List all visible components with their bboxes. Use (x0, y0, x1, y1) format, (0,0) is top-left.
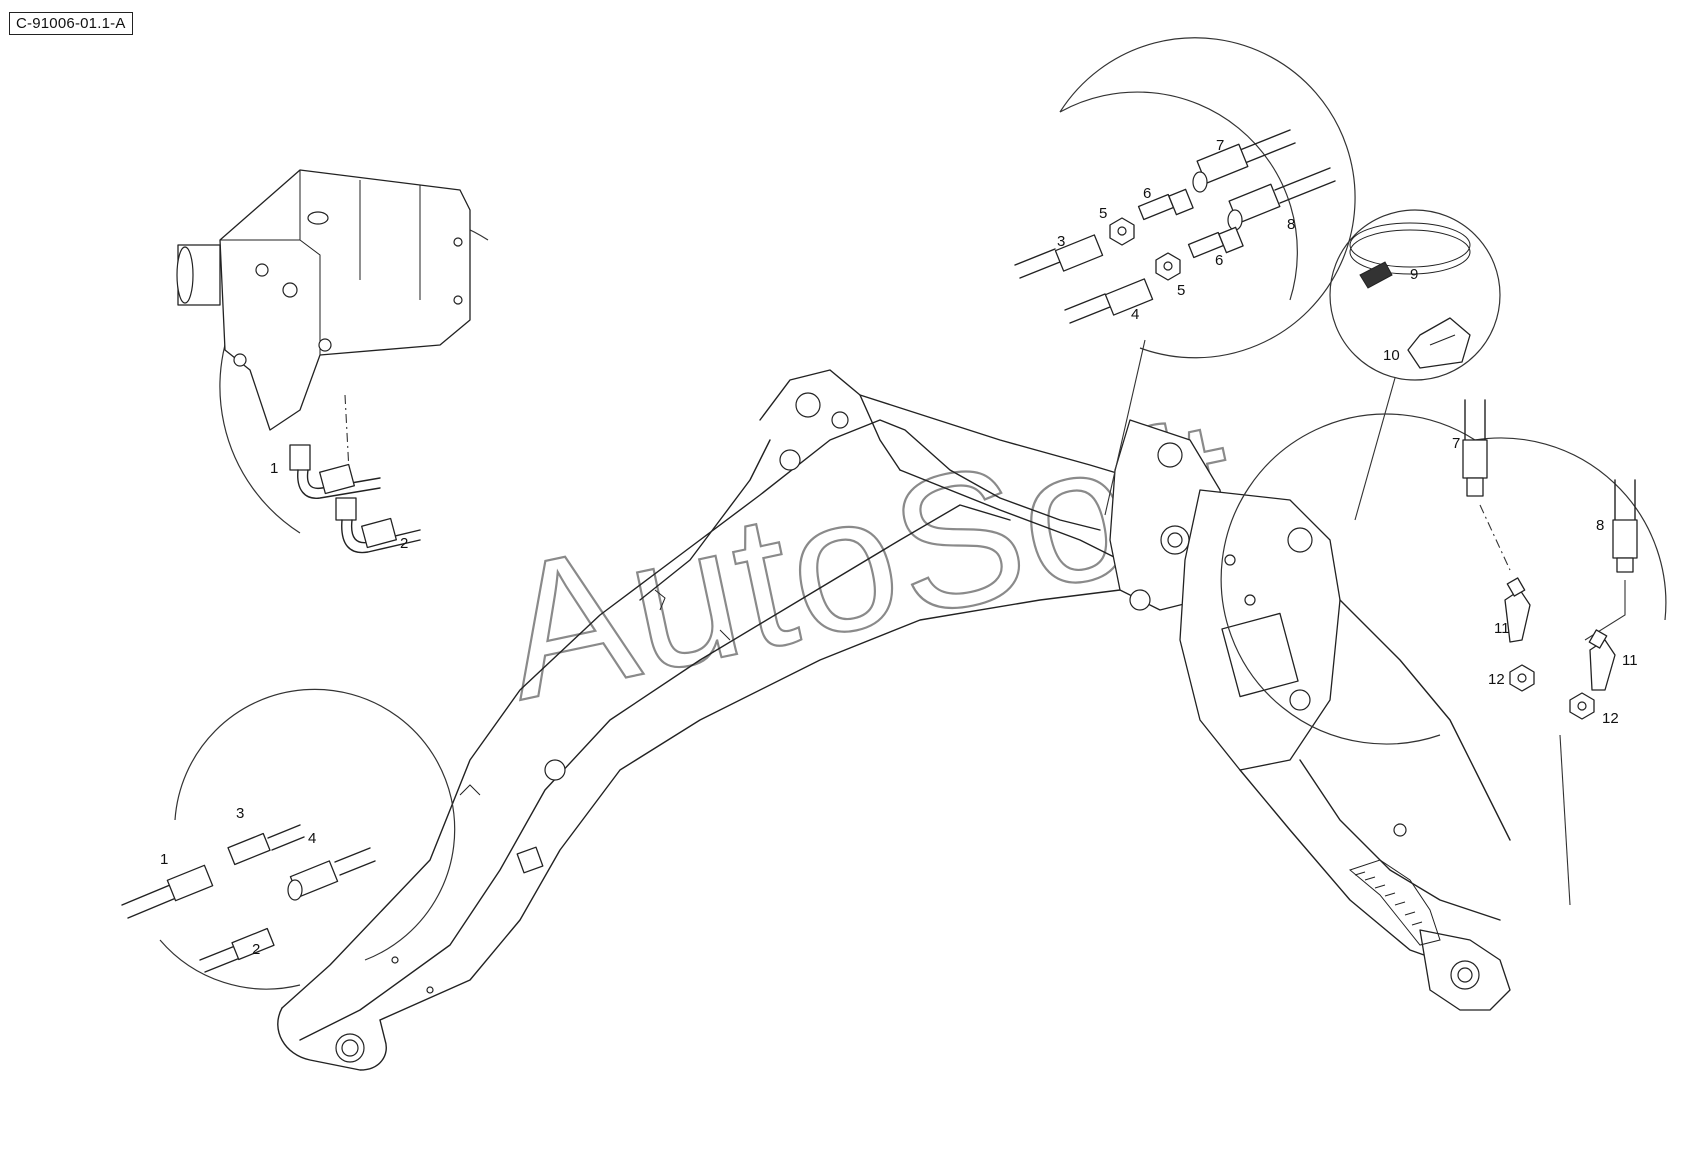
callout-11: 11 (1494, 620, 1510, 637)
callout-12: 12 (1488, 671, 1505, 688)
callout-8: 8 (1596, 517, 1604, 534)
callout-4: 4 (308, 830, 316, 847)
callout-labels: 1 2 1 3 4 2 7 6 5 3 8 6 5 4 9 10 7 8 11 … (160, 137, 1638, 958)
callout-7: 7 (1216, 137, 1224, 154)
detail-elbows (1220, 399, 1667, 906)
callout-1: 1 (160, 851, 168, 868)
callout-5: 5 (1099, 205, 1107, 222)
callout-6: 6 (1143, 185, 1151, 202)
callout-3: 3 (1057, 233, 1065, 250)
callout-12: 12 (1602, 710, 1619, 727)
detail-couplings (121, 688, 456, 990)
callout-8: 8 (1287, 216, 1295, 233)
callout-4: 4 (1131, 306, 1139, 323)
callout-6: 6 (1215, 252, 1223, 269)
callout-2: 2 (252, 941, 260, 958)
detail-circle-couplings (174, 688, 456, 961)
callout-11: 11 (1622, 652, 1638, 669)
detail-fittings (1014, 37, 1356, 516)
callout-10: 10 (1383, 347, 1400, 364)
callout-9: 9 (1410, 266, 1418, 283)
detail-valve-block (176, 169, 489, 554)
callout-7: 7 (1452, 435, 1460, 452)
boom-arm-assembly (277, 369, 1511, 1071)
callout-3: 3 (236, 805, 244, 822)
callout-2: 2 (400, 535, 408, 552)
callout-1: 1 (270, 460, 278, 477)
detail-clamp (1329, 209, 1501, 521)
callout-5: 5 (1177, 282, 1185, 299)
drawing-reference-code: C-91006-01.1-A (9, 12, 133, 35)
